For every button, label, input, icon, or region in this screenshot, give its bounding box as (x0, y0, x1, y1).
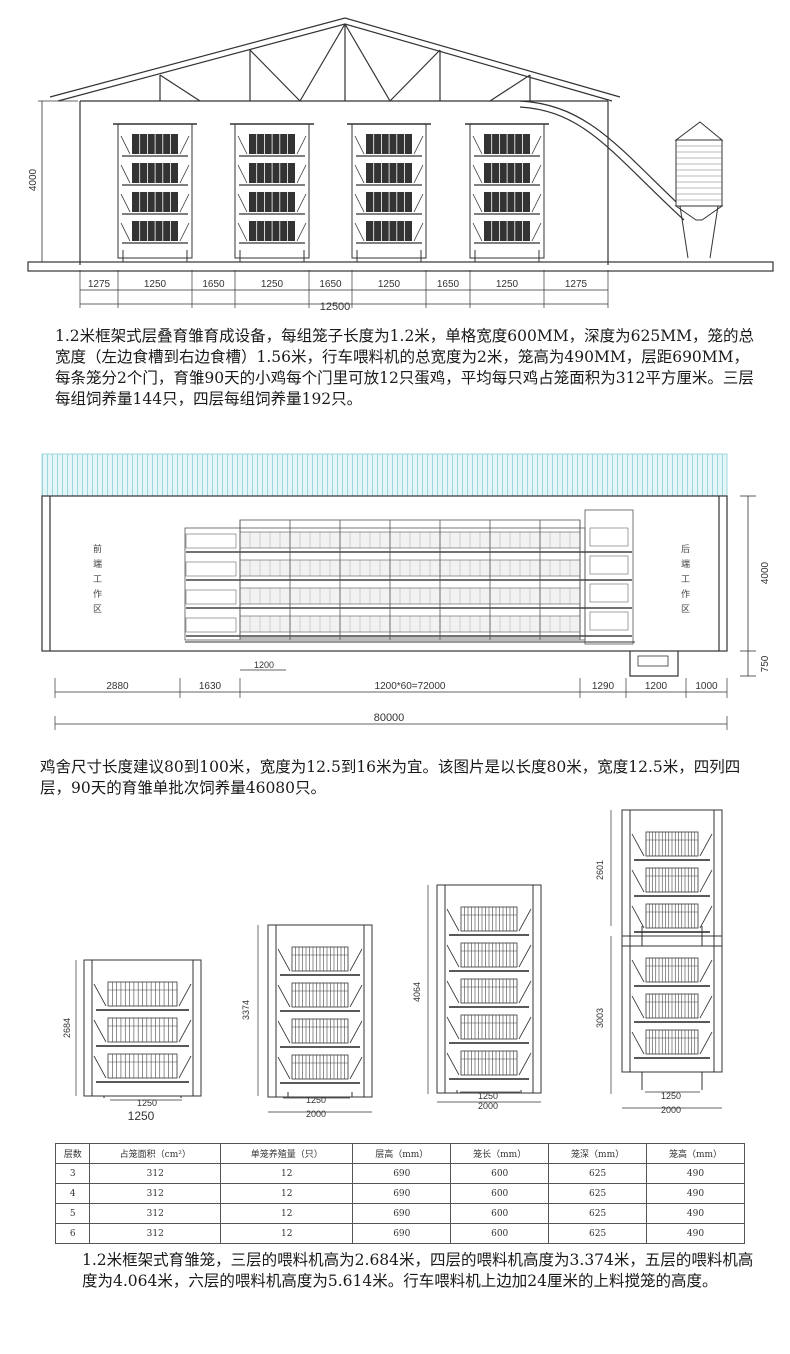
cage-unit-label: 1200 (254, 660, 274, 670)
table-cell: 312 (89, 1203, 222, 1224)
cage4-height: 3374 (241, 1000, 251, 1020)
header-cell: 占笼面积（cm²） (89, 1143, 222, 1164)
dimension-label: 1000 (695, 681, 718, 692)
cage-group (347, 123, 431, 262)
table-cell: 690 (352, 1223, 452, 1244)
table-cell: 600 (450, 1203, 550, 1224)
table-cell: 5 (54, 1203, 91, 1224)
table-cell: 12 (220, 1203, 354, 1224)
cage-5-tier (436, 884, 542, 1094)
house-longitudinal-drawing: 前端工作区 后端工作区 4000 750 1200 80000 2880 1630… (41, 453, 771, 730)
table-cell: 625 (548, 1203, 648, 1224)
cage3-outer: 1250 (128, 1109, 155, 1123)
table-row: 4 312 12 690 600 625 490 (54, 1183, 745, 1204)
table-cell: 490 (646, 1163, 745, 1184)
table-cell: 490 (646, 1183, 745, 1204)
table-cell: 6 (54, 1223, 91, 1244)
table-cell: 690 (352, 1183, 452, 1204)
dimension-label: 1250 (496, 279, 519, 290)
cage5-inner: 1250 (478, 1091, 498, 1101)
house-total-length: 80000 (374, 712, 405, 724)
dimension-label: 1250 (378, 279, 401, 290)
dimension-label: 1650 (202, 279, 225, 290)
footer-description: 1.2米框架式育雏笼，三层的喂料机高为2.684米，四层的喂料机高度为3.374… (82, 1251, 754, 1290)
header-cell: 单笼养殖量（只） (220, 1143, 354, 1164)
dimension-label: 1630 (199, 681, 222, 692)
rear-work-zone-label: 后端工作区 (680, 544, 690, 619)
cage5-height: 4064 (412, 982, 422, 1002)
dimension-label: 1250 (261, 279, 284, 290)
table-cell: 600 (450, 1163, 550, 1184)
table-cell: 600 (450, 1183, 550, 1204)
table-cell: 12 (220, 1223, 354, 1244)
cage-group (465, 123, 549, 262)
dimension-label: 1650 (437, 279, 460, 290)
cage-4-tier (267, 924, 373, 1098)
table-cell: 600 (450, 1223, 550, 1244)
section1-description: 1.2米框架式层叠育雏育成设备，每组笼子长度为1.2米，单格宽度600MM，深度… (55, 327, 754, 408)
cage3-inner: 1250 (137, 1098, 157, 1108)
dimension-label: 2880 (106, 681, 129, 692)
spec-table: 层数 占笼面积（cm²） 单笼养殖量（只） 层高（mm） 笼长（mm） 笼深（m… (54, 1143, 745, 1244)
dimension-label: 1650 (319, 279, 342, 290)
cage4-outer: 2000 (306, 1109, 326, 1119)
table-row: 3 312 12 690 600 625 490 (54, 1163, 745, 1184)
dimension-label: 1200 (645, 681, 668, 692)
house-height-label: 4000 (28, 168, 39, 191)
table-cell: 490 (646, 1203, 745, 1224)
cage5-outer: 2000 (478, 1101, 498, 1111)
table-cell: 3 (54, 1163, 91, 1184)
cage-group (230, 123, 314, 262)
dimension-label: 1275 (565, 279, 588, 290)
house-cross-section-drawing: 4000 12500 1275 1250 1650 1250 1650 1250 1650 1… (27, 17, 774, 313)
table-cell: 312 (89, 1183, 222, 1204)
header-cell: 层高（mm） (352, 1143, 452, 1164)
cage6-lower-height: 3003 (595, 1008, 605, 1028)
cage3-height: 2684 (62, 1018, 72, 1038)
table-cell: 690 (352, 1163, 452, 1184)
table-cell: 490 (646, 1223, 745, 1244)
section2-description: 鸡舍尺寸长度建议80到100米，宽度为12.5到16米为宜。该图片是以长度80米… (40, 758, 741, 797)
table-cell: 312 (89, 1163, 222, 1184)
cage4-inner: 1250 (306, 1095, 326, 1105)
table-row: 6 312 12 690 600 625 490 (54, 1223, 745, 1244)
cage6-outer: 2000 (661, 1105, 681, 1115)
table-cell: 12 (220, 1183, 354, 1204)
cage-6-tier-upper (621, 809, 723, 947)
header-cell: 笼深（mm） (548, 1143, 648, 1164)
cage-3-tier (83, 959, 202, 1098)
dimension-label: 1200*60=72000 (375, 681, 446, 692)
table-cell: 625 (548, 1223, 648, 1244)
dimension-label: 1290 (592, 681, 615, 692)
table-cell: 12 (220, 1163, 354, 1184)
table-cell: 312 (89, 1223, 222, 1244)
dimension-label: 1275 (88, 279, 111, 290)
cage-elevations-drawing: 2684 1250 1250 3374 1250 2000 4064 1250 … (62, 809, 723, 1123)
roof-band (41, 453, 728, 497)
cage-6-tier-lower (621, 935, 723, 1090)
table-cell: 4 (54, 1183, 91, 1204)
house-total-width: 12500 (320, 301, 351, 313)
table-row: 5 312 12 690 600 625 490 (54, 1203, 745, 1224)
cage6-upper-height: 2601 (595, 860, 605, 880)
spec-table-header: 层数 占笼面积（cm²） 单笼养殖量（只） 层高（mm） 笼长（mm） 笼深（m… (54, 1143, 745, 1164)
header-cell: 笼高（mm） (646, 1143, 745, 1164)
header-cell: 层数 (54, 1143, 91, 1164)
table-cell: 690 (352, 1203, 452, 1224)
pit-depth-label: 750 (760, 655, 771, 672)
cage-group (113, 123, 197, 262)
table-cell: 625 (548, 1163, 648, 1184)
cage6-inner: 1250 (661, 1091, 681, 1101)
table-cell: 625 (548, 1183, 648, 1204)
front-work-zone-label: 前端工作区 (92, 543, 102, 619)
header-cell: 笼长（mm） (450, 1143, 550, 1164)
dimension-label: 1250 (144, 279, 167, 290)
house-height-right: 4000 (760, 561, 771, 584)
